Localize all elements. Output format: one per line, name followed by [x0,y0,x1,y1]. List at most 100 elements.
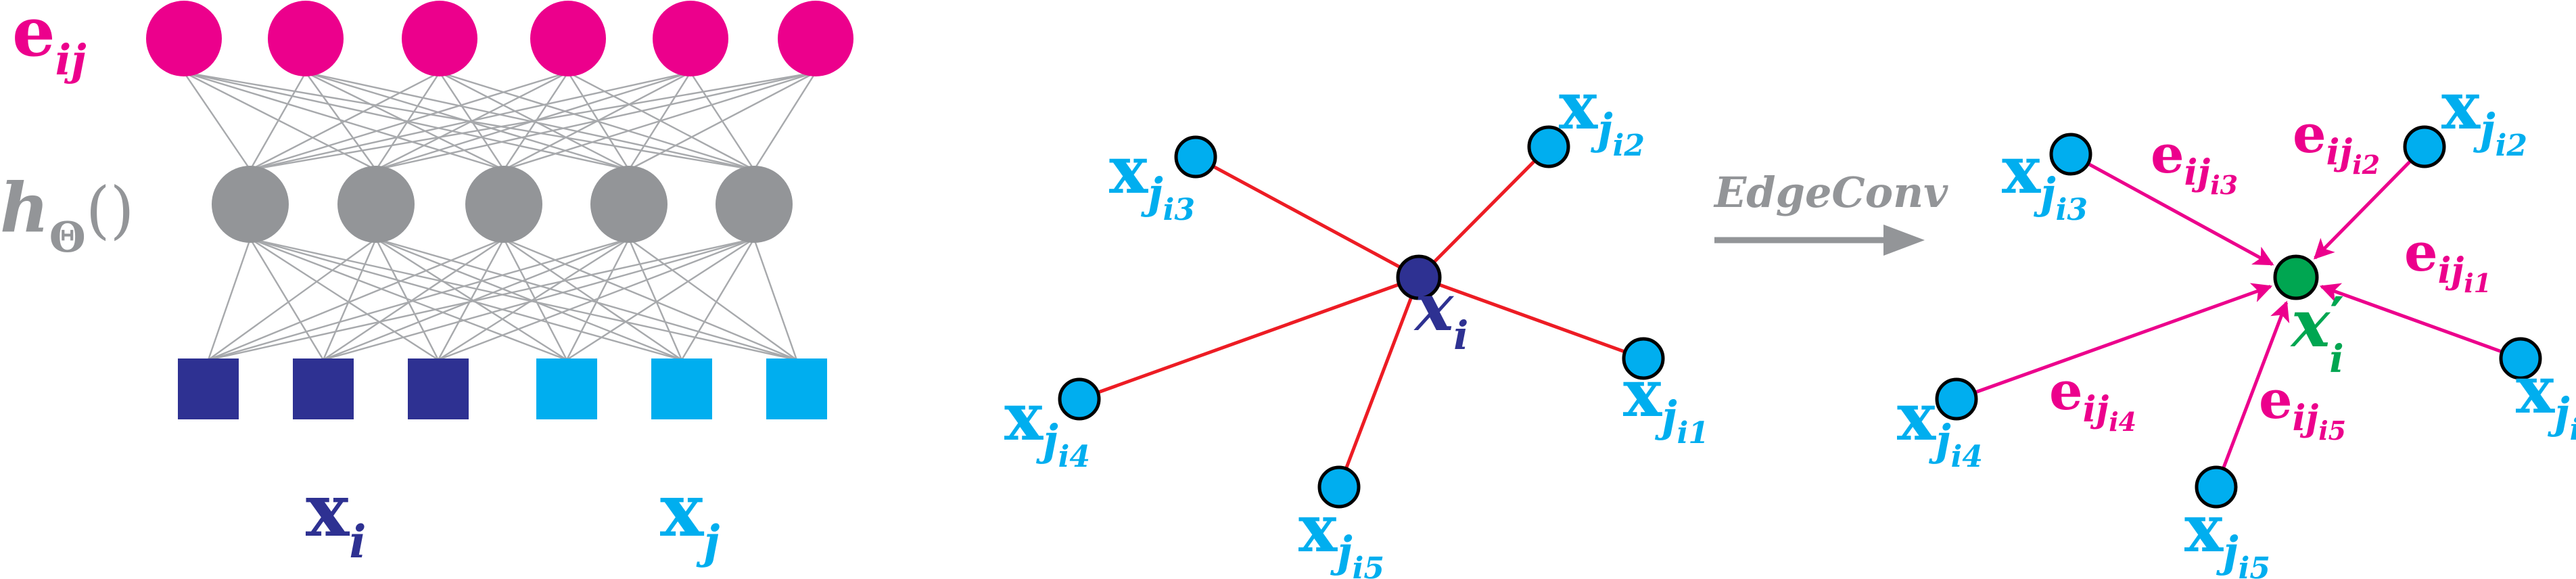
edgeconv-arrow-head [1883,225,1925,256]
xj-input-node [536,358,597,419]
xj-input-node [766,358,827,419]
edge-feature-node [778,1,853,76]
connection-line [753,72,817,170]
aggregation-labels: xji1eiji1xji2eiji2xji3eiji3xji4eiji4xji5… [1897,68,2576,579]
mlp-network-panel: eij hΘ() xi xj [0,0,853,568]
knn-edge-j3 [1194,155,1420,279]
aggregation-panel: x′i xji1eiji1xji2eiji2xji3eiji3xji4eiji4… [1897,68,2576,579]
connection-line [680,238,755,361]
xi-input-node [408,358,469,419]
neighbor-label-j1: xji1 [1623,355,1709,450]
connection-line [375,71,816,171]
neighbor-node-j5 [1317,465,1361,509]
connection-line [502,238,568,361]
edgeconv-label: EdgeConv [1713,168,1948,217]
edge-feature-label-j4: eiji4 [2049,361,2136,437]
edge-feature-node [402,1,477,76]
connection-line [208,237,755,361]
xj-input-node [651,358,712,419]
knn-edge-j4 [1079,275,1420,401]
xi-input-label: xi [306,468,366,568]
edge-feature-label: eij [12,0,87,85]
connection-line [628,71,816,171]
updated-node-label: x′i [2290,285,2344,381]
neighbor-node-j3 [1174,135,1217,179]
knn-edges [1079,145,1644,488]
mlp-connections [183,71,817,361]
connection-line [323,237,755,361]
center-node [1396,254,1442,300]
edge-feature-layer [146,1,853,76]
updated-center-node [2273,254,2319,300]
edgeconv-transition: EdgeConv [1713,168,1948,256]
connection-line [250,71,440,171]
agg-neighbor-node-j3 [2049,133,2092,176]
knn-graph-panel: xi xji1 xji2 xji3 xji4 xji5 [1004,68,1709,579]
connection-line [437,238,505,361]
aggregation-nodes [1935,125,2542,509]
neighbor-node-j1 [1622,337,1665,380]
knn-edge-j1 [1418,275,1644,361]
agg-neighbor-node-j2 [2403,125,2446,168]
connection-line [438,237,755,361]
message-edge-j5 [2222,300,2290,469]
agg-neighbor-node-j1 [2499,337,2542,380]
connection-line [208,237,630,361]
hidden-node [716,166,793,243]
message-edge-j1 [2319,283,2502,354]
connection-line [249,72,307,170]
connection-line [250,71,569,171]
connection-line [250,71,691,171]
connection-line [753,238,798,361]
neighbor-label-j4: xji4 [1004,379,1090,474]
hidden-node [590,166,668,243]
xj-input-label: xj [660,468,720,568]
center-node-label: xi [1413,269,1468,358]
aggregation-edges [1975,160,2502,469]
connection-line [503,237,797,361]
hidden-layer [212,166,793,243]
connection-line [375,237,682,361]
hidden-node [212,166,289,243]
connection-line [305,72,377,170]
connection-line [323,238,505,361]
edge-feature-label-j2: eiji2 [2293,103,2380,180]
hidden-node [465,166,542,243]
agg-neighbor-label-j4: xji4 [1897,379,1983,474]
neighbor-label-j5: xji5 [1298,490,1384,579]
connection-line [208,238,377,361]
connection-line [250,237,567,361]
connection-line [249,238,325,361]
agg-neighbor-label-j2: xji2 [2441,68,2527,163]
knn-edge-j2 [1418,145,1550,279]
connection-line [503,238,682,361]
connection-line [250,237,439,361]
neighbor-labels: xji1 xji2 xji3 xji4 xji5 [1004,68,1709,579]
hidden-node [337,166,415,243]
connection-line [183,72,251,170]
neighbor-node-j4 [1058,377,1101,421]
connection-line [208,237,505,361]
connection-line [322,238,377,361]
connection-line [250,237,797,361]
neighbor-label-j2: xji2 [1559,68,1645,163]
agg-neighbor-node-j4 [1935,377,1978,421]
neighbor-label-j3: xji3 [1109,132,1195,227]
connection-line [438,237,630,361]
input-layer [178,358,827,419]
connection-line [628,238,683,361]
agg-neighbor-label-j1: xji1 [2516,352,2576,447]
mlp-function-label: hΘ() [0,168,135,262]
connection-line [375,238,440,361]
connection-line [250,237,682,361]
message-edge-j4 [1975,283,2273,394]
connection-line [305,71,505,171]
edge-feature-node [530,1,606,76]
edge-feature-label-j1: eiji1 [2404,222,2491,298]
agg-neighbor-node-j5 [2195,465,2238,509]
connection-line [503,71,816,171]
edge-feature-node [146,1,222,76]
edge-feature-label-j3: eiji3 [2151,124,2238,200]
connection-line [375,237,797,361]
